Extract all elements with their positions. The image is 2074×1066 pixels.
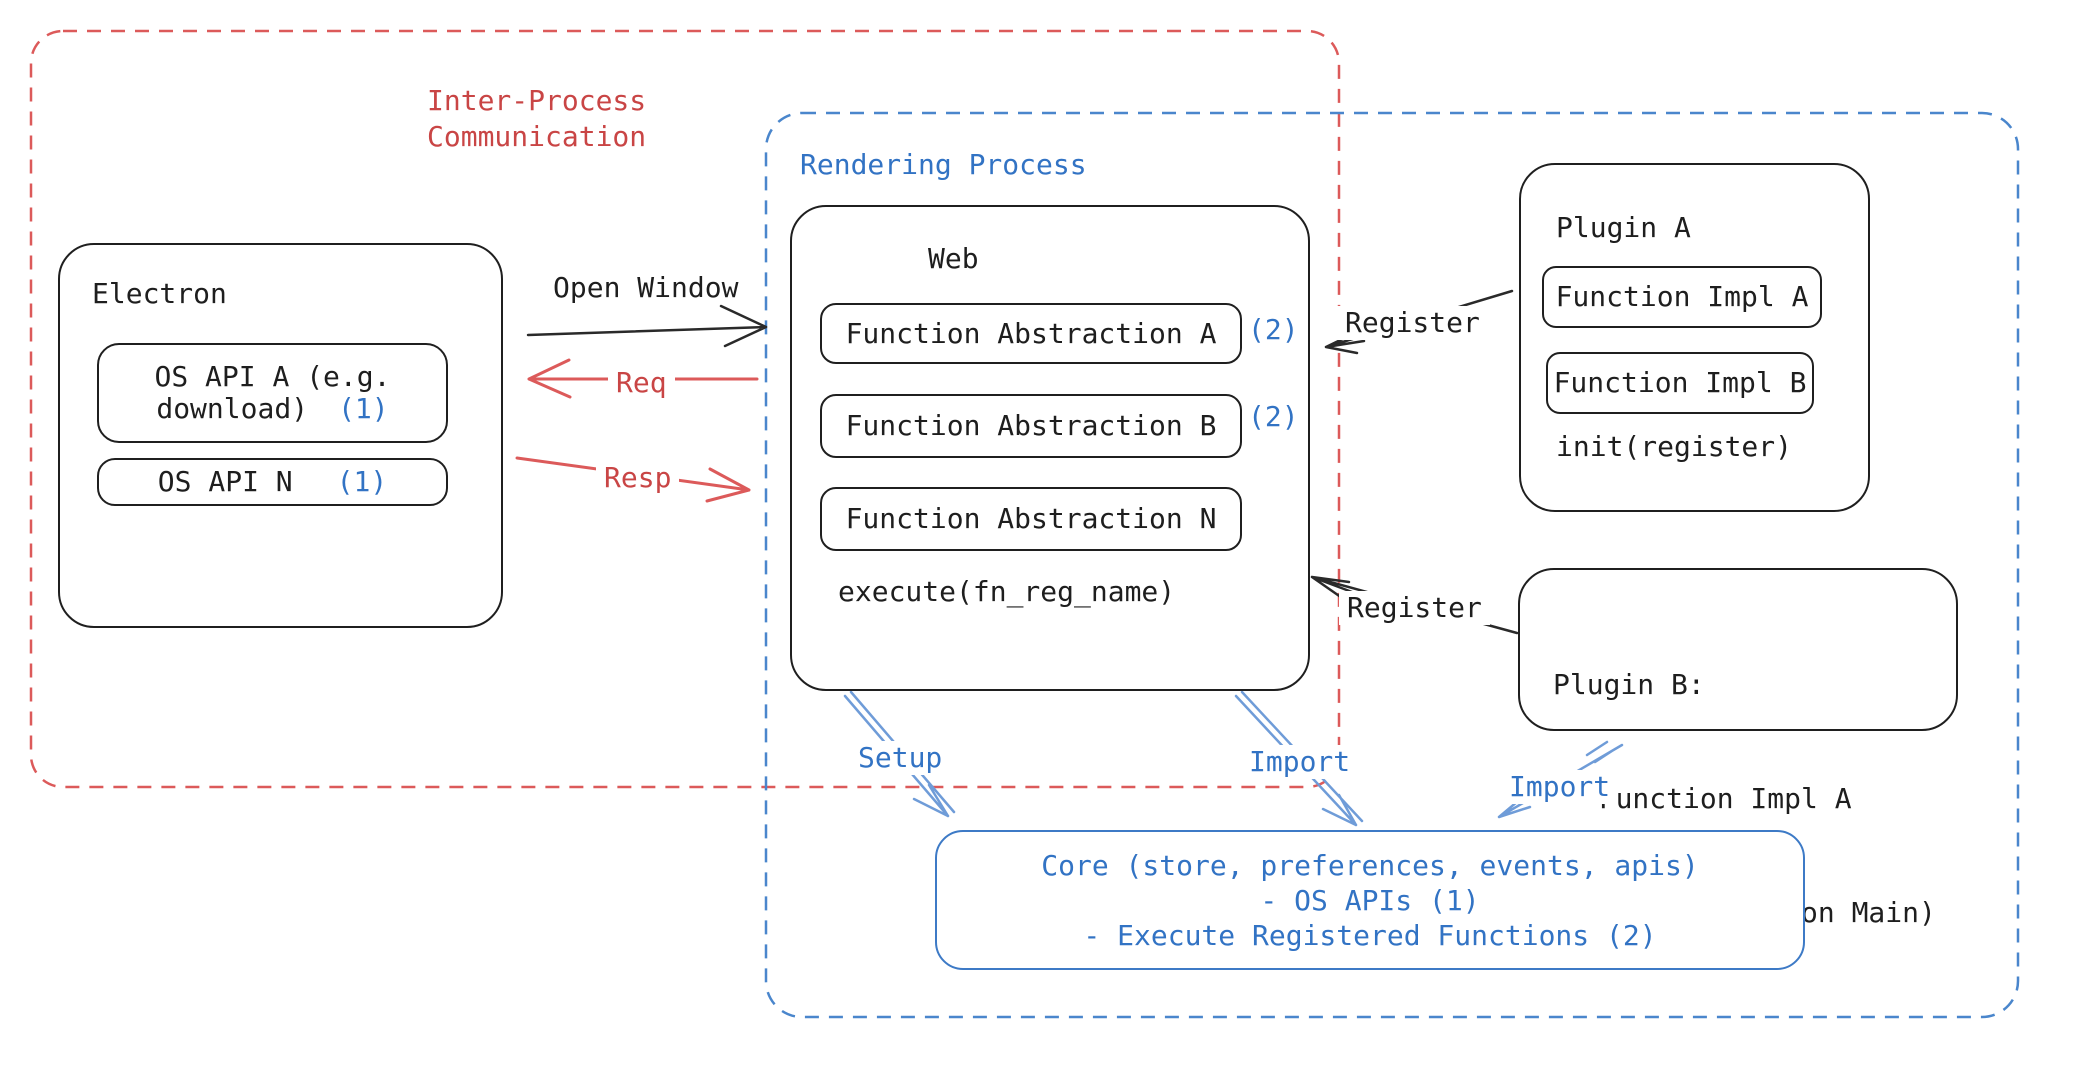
os-api-a-node: OS API A (e.g. download) (1) [97,343,448,443]
resp-label: Resp [596,461,680,495]
os-api-a-note: (1) [338,392,389,425]
core-line-3: - Execute Registered Functions (2) [1083,918,1657,952]
register-label-bottom: Register [1339,591,1490,625]
open-window-label: Open Window [553,271,739,304]
function-impl-b-node: Function Impl B [1546,352,1814,414]
register-label-top: Register [1337,306,1488,340]
import-label-right: Import [1501,770,1619,804]
rendering-region-label: Rendering Process [800,148,1087,181]
init-register-label: init(register) [1556,430,1793,463]
rendering-region-border [764,111,2020,1019]
os-api-n-text: OS API N [157,465,293,498]
plugin-a-title: Plugin A [1556,211,1691,244]
function-abstraction-a-note: (2) [1248,313,1299,346]
core-node: Core (store, preferences, events, apis) … [935,830,1805,970]
open-window-arrow [526,304,768,348]
os-api-a-text: download) [156,392,309,425]
ipc-region-label: Inter-Process Communication [427,84,647,153]
os-api-a-line2: download) (1) [156,393,388,425]
os-api-n-node: OS API N (1) [97,458,448,506]
function-abstraction-b-node: Function Abstraction B [820,394,1242,458]
plugin-b-title: Plugin B: [1553,668,1705,701]
plugin-a-node [1519,163,1870,512]
req-label: Req [608,366,675,400]
function-abstraction-a-node: Function Abstraction A [820,303,1242,364]
function-abstraction-n-node: Function Abstraction N [820,487,1242,551]
web-title: Web [928,242,979,275]
execute-label: execute(fn_reg_name) [838,575,1176,608]
os-api-a-line1: OS API A (e.g. [154,360,391,393]
os-api-n-note: (1) [336,465,388,498]
electron-title: Electron [92,277,227,310]
function-abstraction-b-note: (2) [1248,400,1299,433]
plugin-b-item-1: - Function Impl A [1565,782,1852,815]
function-impl-a-node: Function Impl A [1542,266,1822,328]
core-line-2: - OS APIs (1) [1260,883,1480,917]
core-line-1: Core (store, preferences, events, apis) [1041,848,1699,882]
setup-label: Setup [850,741,951,775]
plugin-b-node [1518,568,1958,731]
ipc-region-border [29,29,1341,789]
import-label-left: Import [1241,745,1359,779]
